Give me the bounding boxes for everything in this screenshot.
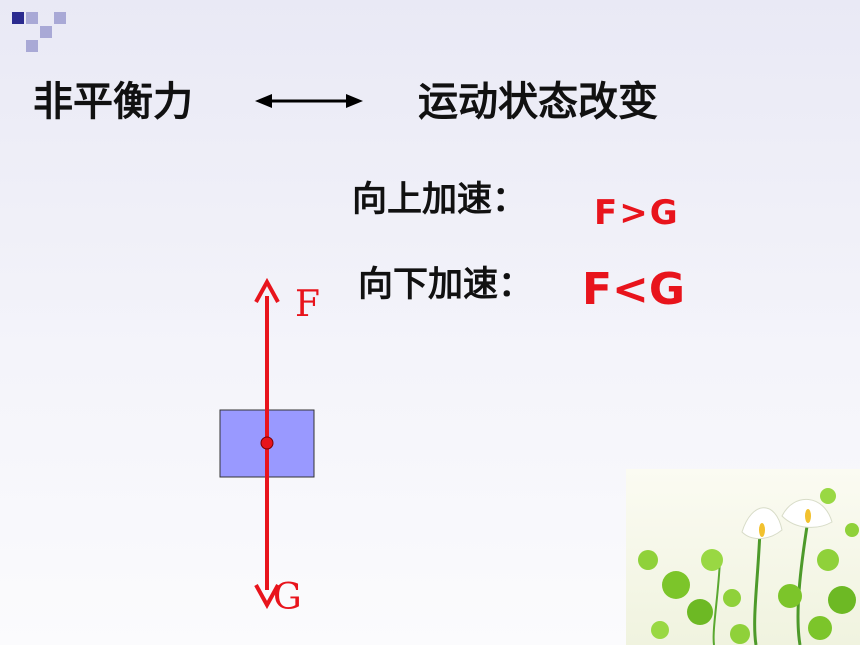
case-upward-relation: F>G	[594, 193, 680, 233]
upward-arrowhead-icon	[254, 277, 280, 303]
deco-square-2	[26, 12, 38, 24]
deco-square-1	[12, 12, 24, 24]
case-upward-label: 向上加速：	[352, 180, 528, 220]
deco-square-5	[26, 40, 38, 52]
case-downward-label: 向下加速：	[358, 265, 534, 305]
force-label-g: G	[273, 577, 302, 618]
deco-square-3	[54, 12, 66, 24]
downward-arrowhead-icon	[254, 584, 280, 610]
force-label-f: F	[295, 284, 320, 325]
deco-square-4	[40, 26, 52, 38]
heading-right-text: 运动状态改变	[418, 79, 658, 125]
heading-left-text: 非平衡力	[33, 79, 193, 125]
case-downward-relation: F<G	[582, 264, 686, 315]
center-of-mass-point	[260, 436, 274, 450]
